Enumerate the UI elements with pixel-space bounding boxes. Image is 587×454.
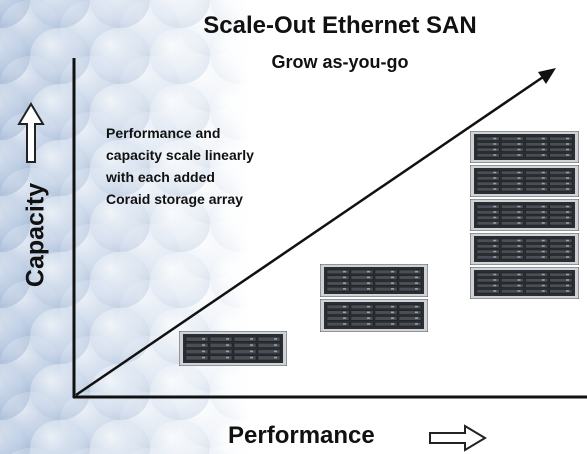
description-line: Coraid storage array xyxy=(106,191,243,207)
storage-array-icon xyxy=(319,298,429,333)
arrow-right-icon xyxy=(429,424,487,452)
description-line: Performance and xyxy=(106,125,221,141)
storage-array-icon xyxy=(469,232,580,266)
x-axis-label: Performance xyxy=(228,422,375,449)
storage-array-icon xyxy=(319,263,429,298)
storage-array-icon xyxy=(469,164,580,198)
storage-array-icon xyxy=(469,130,580,164)
description-line: with each added xyxy=(106,169,215,185)
description-line: capacity scale linearly xyxy=(106,147,254,163)
description-text: Performance and capacity scale linearly … xyxy=(106,122,306,210)
diagram-subtitle: Grow as-you-go xyxy=(271,52,409,72)
storage-array-icon xyxy=(469,266,580,300)
diagram-title: Scale-Out Ethernet SAN xyxy=(203,12,477,39)
growth-arrow-icon xyxy=(75,68,556,397)
arrow-up-icon xyxy=(17,102,45,163)
storage-array-icon xyxy=(469,198,580,232)
storage-array-icon xyxy=(178,330,288,367)
